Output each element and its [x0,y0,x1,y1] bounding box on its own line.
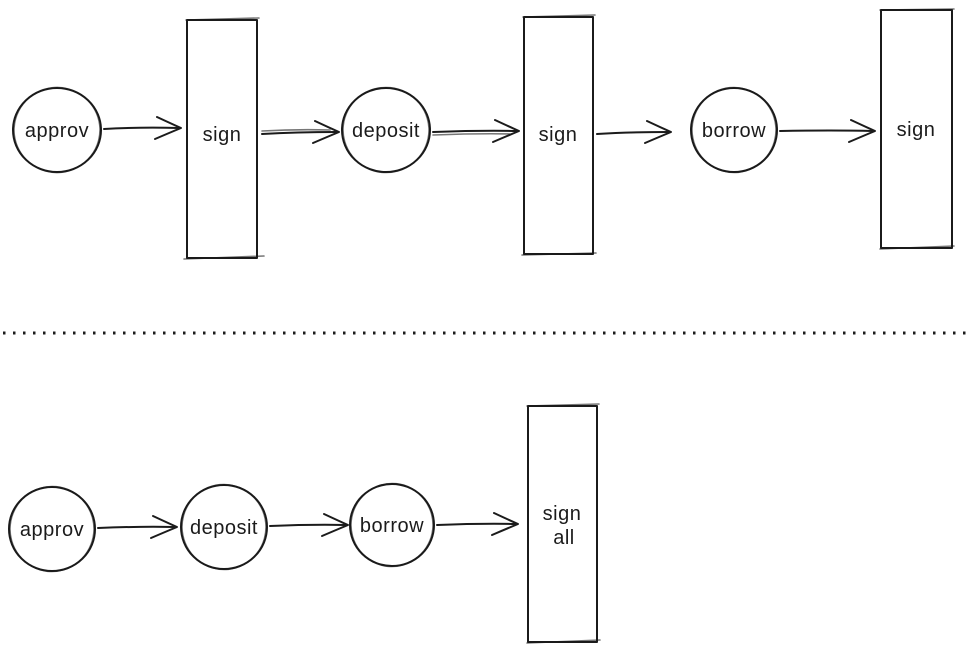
node-label: borrow [360,515,424,537]
node-label: approv [20,519,84,541]
flow-bottom: approv deposit borrow [8,403,601,644]
node-deposit-bottom: deposit [180,483,268,571]
circle-sketch-overlay [9,485,95,573]
node-label-line2: all [553,527,575,549]
node-label: deposit [190,517,258,539]
arrow-approv-to-sign1 [103,116,182,140]
node-approv-top: approv [12,86,102,174]
arrow-shaft [103,126,180,130]
arrow-head [312,120,340,144]
node-sign-all-bottom: sign all [526,403,601,644]
arrow-shaft-double [432,133,511,136]
flow-top: approv sign deposit [12,8,955,260]
rect-sketch-overlay [183,17,265,260]
rect-sketch-overlay [879,8,955,250]
arrow-shaft [269,523,347,527]
arrow-deposit-to-sign2 [432,119,520,143]
circle-sketch-overlay [691,86,777,174]
node-label-line1: sign [543,503,582,525]
arrow-shaft [97,525,176,529]
circle-sketch-overlay [181,483,267,571]
node-label: sign [539,124,578,146]
node-approv-bottom: approv [8,485,96,573]
arrow-head [321,513,349,537]
node-deposit-top: deposit [341,86,431,174]
node-sign2-top: sign [521,14,597,256]
arrow-borrow-to-sign-all [436,512,519,536]
node-sign1-top: sign [183,17,265,260]
rect-sketch-overlay [526,403,601,644]
arrow-head [492,119,520,143]
node-label: sign [897,119,936,141]
node-label: approv [25,120,89,142]
arrow-approv-to-deposit [97,515,178,539]
arrow-head [150,515,178,539]
arrow-head [848,119,876,143]
arrow-deposit-to-borrow [269,513,349,537]
node-borrow-top: borrow [690,86,778,174]
circle-sketch-overlay [13,86,101,174]
arrow-sign1-to-deposit [261,120,340,144]
node-label: deposit [352,120,420,142]
arrow-sign2-to-borrow [596,120,672,144]
arrow-shaft [596,131,670,135]
arrow-head [644,120,672,144]
node-label: borrow [702,120,766,142]
arrow-shaft [436,522,517,526]
arrow-borrow-to-sign3 [779,119,876,143]
arrow-shaft-double [261,128,331,132]
rect-sketch-overlay [521,14,597,256]
arrow-shaft [432,129,518,133]
node-sign3-top: sign [879,8,955,250]
circle-sketch-overlay [342,86,430,174]
node-label: sign [203,124,242,146]
arrow-shaft [261,131,338,135]
circle-sketch-overlay [350,482,434,568]
arrow-head [491,512,519,536]
arrow-head [154,116,182,140]
node-borrow-bottom: borrow [349,482,435,568]
